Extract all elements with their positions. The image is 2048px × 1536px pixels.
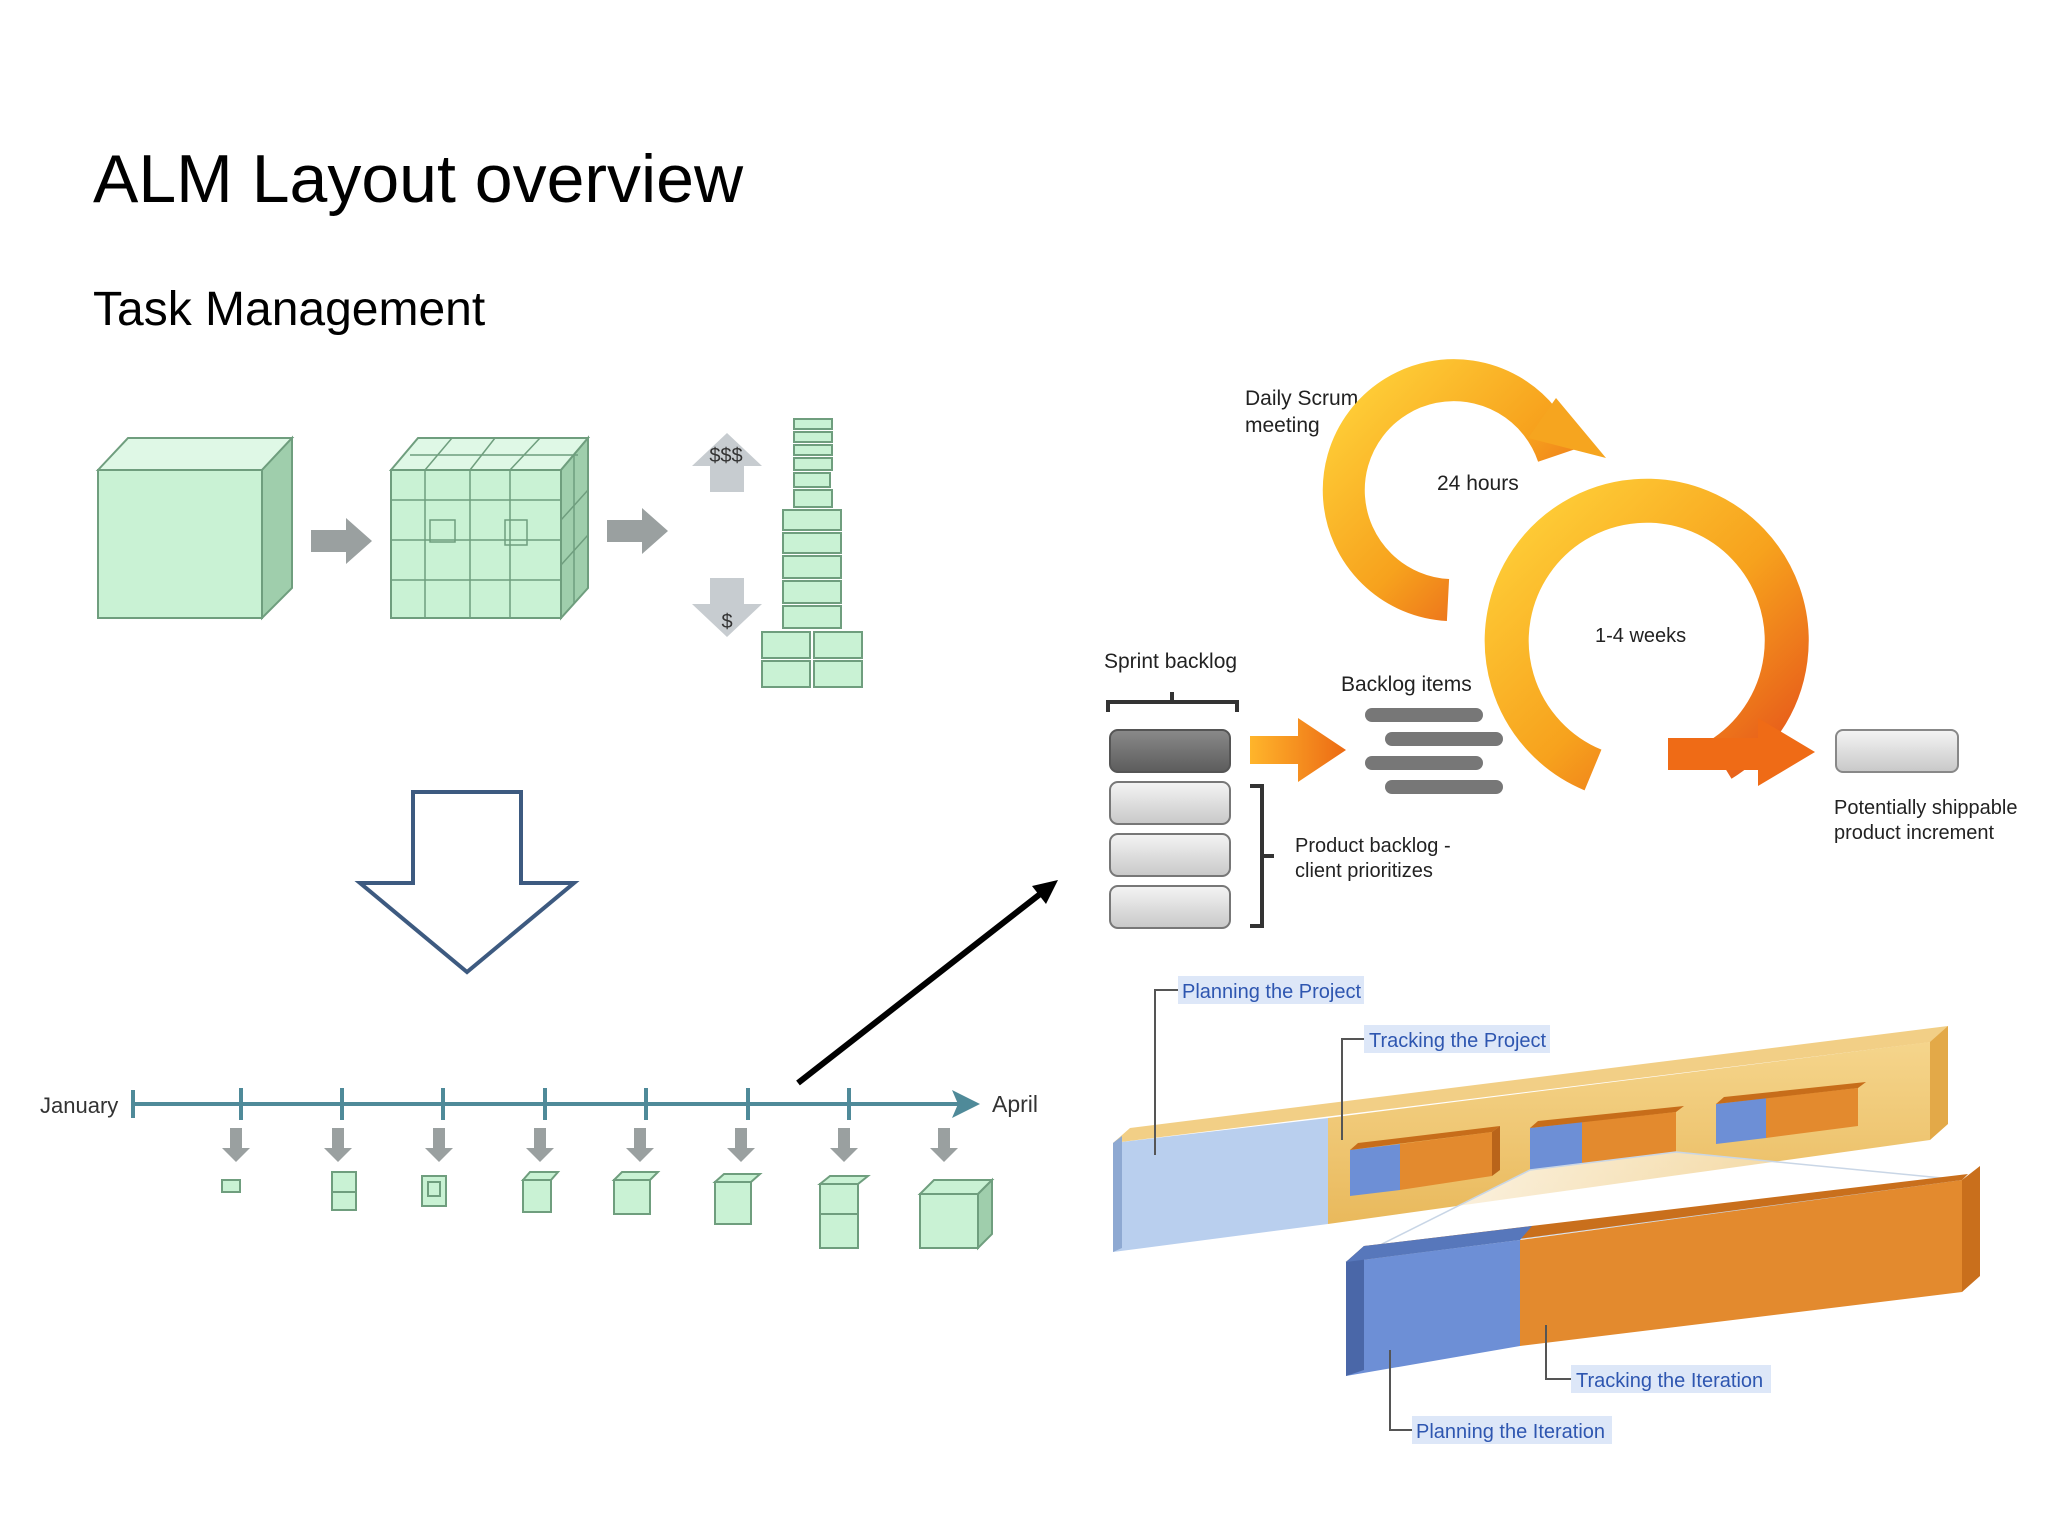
increment-cubes	[221, 1171, 995, 1251]
low-value-label: $	[721, 611, 732, 633]
backlog-items-bars	[1365, 708, 1503, 794]
planning-project-label: Planning the Project	[1182, 981, 1361, 1003]
right-arrow-2	[607, 508, 668, 554]
tracking-project-label: Tracking the Project	[1369, 1030, 1547, 1052]
tracking-iteration-label: Tracking the Iteration	[1576, 1370, 1763, 1392]
daily-cycle-arrowhead	[1528, 398, 1606, 458]
daily-scrum-line1: Daily Scrum	[1245, 387, 1358, 410]
product-backlog-line1: Product backlog -	[1295, 835, 1451, 857]
cycle-sprint-label: 1-4 weeks	[1595, 625, 1686, 647]
daily-cycle-ring	[1322, 359, 1578, 621]
outline-down-arrow	[354, 790, 580, 975]
project-iteration-2	[1530, 1106, 1684, 1170]
planning-project-leader	[1154, 989, 1180, 1155]
split-cube	[388, 435, 591, 621]
slide-title: ALM Layout overview	[93, 141, 744, 217]
project-iteration-1	[1350, 1126, 1500, 1196]
timeline-drop-arrows	[222, 1128, 958, 1162]
increment-line2: product increment	[1834, 822, 1995, 844]
cycle-day-label: 24 hours	[1437, 472, 1519, 495]
connector-arrow	[796, 888, 1046, 1086]
connector-arrow-head	[1032, 880, 1058, 904]
sprint-backlog-box	[1109, 729, 1231, 773]
big-cube	[95, 435, 295, 621]
timeline-start-label: January	[40, 1093, 118, 1118]
high-value-label: $$$	[709, 445, 742, 467]
planning-iteration-leader	[1389, 1350, 1414, 1431]
project-beam-front-plan	[1113, 1118, 1328, 1252]
right-arrow-1	[311, 518, 372, 564]
project-beam-top	[1113, 1026, 1948, 1143]
value-up-arrow: $$$	[692, 433, 772, 492]
product-backlog-box-1	[1109, 781, 1231, 825]
tracking-iteration-leader	[1545, 1325, 1572, 1380]
sprint-backlog-bracket	[1106, 692, 1239, 712]
increment-box	[1835, 729, 1959, 773]
slide-subtitle: Task Management	[93, 283, 486, 336]
daily-scrum-line2: meeting	[1245, 414, 1320, 437]
product-backlog-box-3	[1109, 885, 1231, 929]
timeline: January April	[40, 1088, 1038, 1120]
scrum-diagram: Daily Scrum meeting 24 hours 1-4 weeks S…	[1104, 359, 2017, 929]
planning-diagram: Planning the Project Tracking the Projec…	[1113, 976, 1980, 1444]
project-beam-end	[1930, 1026, 1948, 1140]
project-iteration-3	[1716, 1082, 1866, 1144]
timeline-end-label: April	[992, 1091, 1038, 1117]
sprint-backlog-label: Sprint backlog	[1104, 650, 1237, 673]
sprint-cycle-arrow	[1668, 718, 1815, 786]
task-stack	[761, 418, 863, 688]
product-backlog-line2: client prioritizes	[1295, 860, 1433, 882]
value-down-arrow: $	[692, 578, 762, 637]
product-backlog-box-2	[1109, 833, 1231, 877]
sprint-cycle-ring	[1484, 478, 1809, 791]
project-beam-left-edge	[1113, 1136, 1122, 1252]
increment-line1: Potentially shippable	[1834, 797, 2017, 819]
backlog-items-label: Backlog items	[1341, 673, 1472, 696]
iteration-beam	[1346, 1166, 1980, 1376]
tracking-project-leader	[1341, 1038, 1366, 1140]
product-backlog-bracket	[1250, 784, 1274, 928]
planning-iteration-label: Planning the Iteration	[1416, 1421, 1605, 1443]
backlog-flow-arrow	[1250, 718, 1346, 782]
